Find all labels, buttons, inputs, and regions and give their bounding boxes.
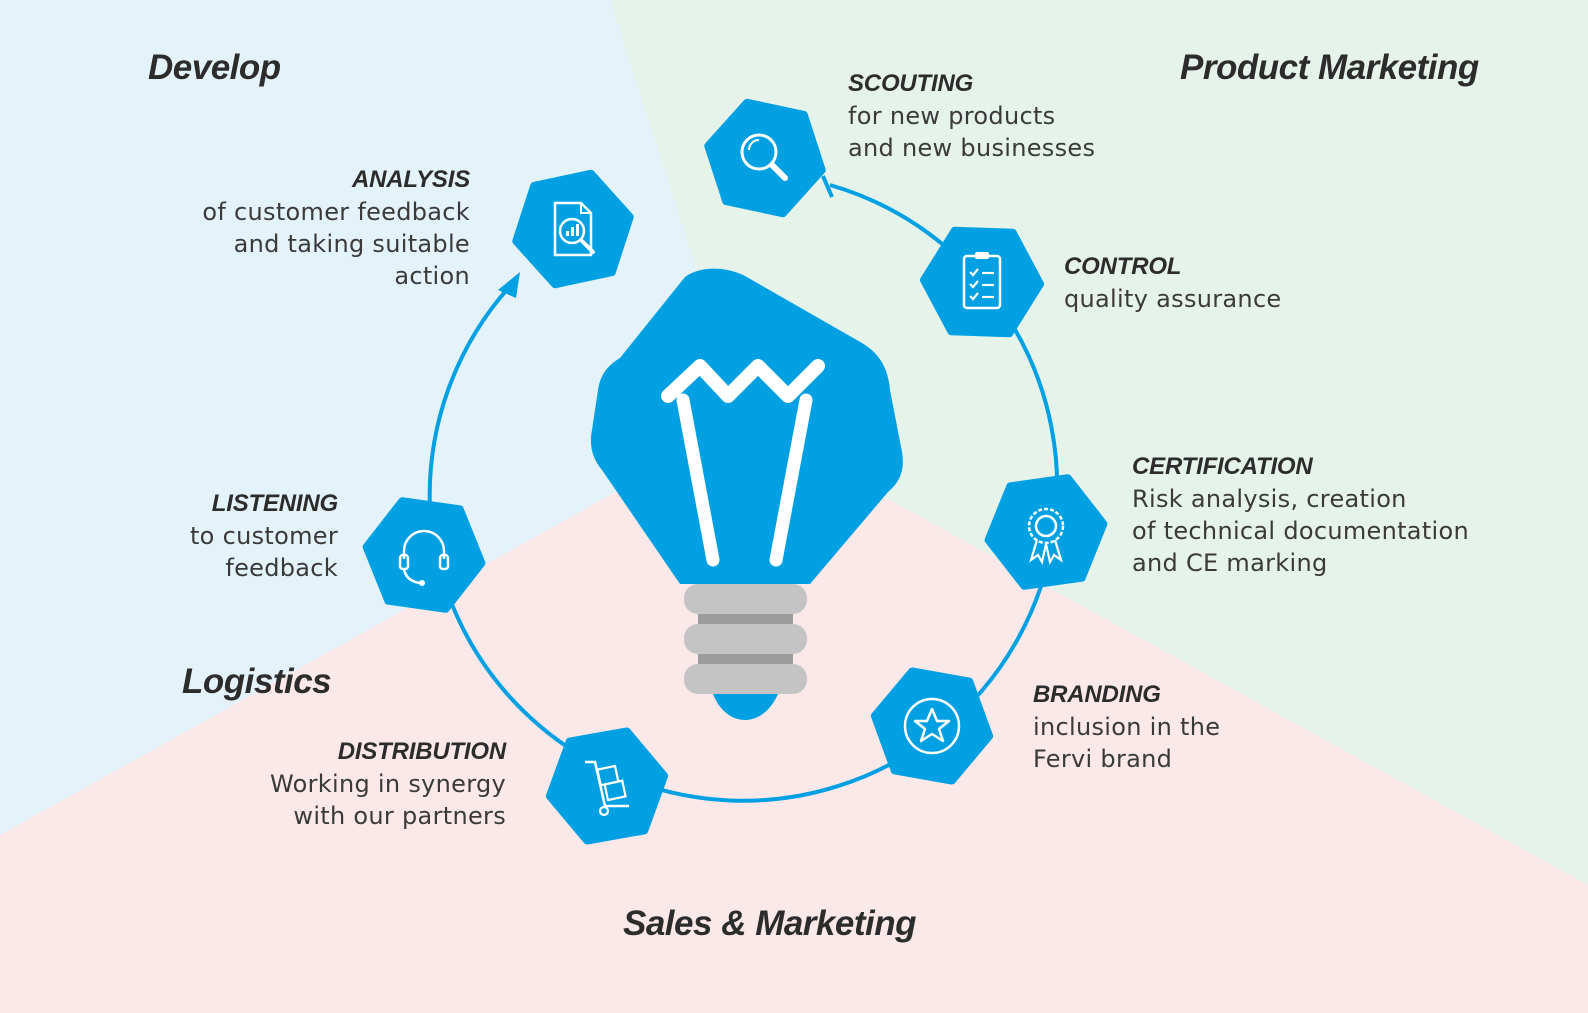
step-line: action xyxy=(394,262,470,290)
node-branding xyxy=(870,667,994,785)
step-line: feedback xyxy=(225,554,338,582)
step-title: BRANDING xyxy=(1033,681,1161,708)
step-control: CONTROL quality assurance xyxy=(1064,251,1282,315)
cycle-ring-top-left xyxy=(427,283,513,511)
step-line: for new products xyxy=(848,102,1056,130)
step-line: and CE marking xyxy=(1132,549,1328,577)
step-certification: CERTIFICATION Risk analysis, creation of… xyxy=(1132,451,1469,579)
star-icon xyxy=(903,697,961,755)
step-line: of technical documentation xyxy=(1132,517,1469,545)
cycle-arrowhead xyxy=(498,272,520,298)
step-line: of customer feedback xyxy=(202,198,470,226)
step-line: to customer xyxy=(189,522,338,550)
hexagon-node xyxy=(870,667,994,785)
region-title-logistics: Logistics xyxy=(182,662,332,701)
step-title: LISTENING xyxy=(211,490,338,517)
hexagon-node xyxy=(704,98,826,218)
hexagon-node xyxy=(984,474,1108,590)
step-title: CONTROL xyxy=(1064,253,1182,280)
step-title: ANALYSIS xyxy=(352,166,470,193)
step-line: Risk analysis, creation xyxy=(1132,485,1407,513)
step-line: and taking suitable xyxy=(233,230,470,258)
cycle-start-tick xyxy=(821,175,834,198)
step-listening: LISTENING to customer feedback xyxy=(190,488,338,584)
step-analysis: ANALYSIS of customer feedback and taking… xyxy=(202,164,470,292)
region-title-product-marketing: Product Marketing xyxy=(1180,48,1479,87)
rosette-icon xyxy=(1027,507,1065,566)
hexagon-node xyxy=(545,727,669,845)
hexagon-node xyxy=(920,226,1044,338)
node-distribution xyxy=(545,727,669,845)
step-title: DISTRIBUTION xyxy=(337,738,506,765)
step-line: inclusion in the xyxy=(1033,713,1221,741)
step-line: Fervi brand xyxy=(1033,745,1173,773)
step-title: CERTIFICATION xyxy=(1132,453,1313,480)
bulb-base-ring-2 xyxy=(684,624,807,654)
product-marketing-region xyxy=(610,0,1588,885)
step-title: SCOUTING xyxy=(848,70,974,97)
bulb-filament xyxy=(661,359,825,403)
step-line: and new businesses xyxy=(848,134,1096,162)
node-control xyxy=(920,226,1044,338)
step-line: Working in synergy xyxy=(270,770,506,798)
bulb-base-ring-1 xyxy=(684,584,807,614)
hand-truck-icon xyxy=(585,760,629,817)
step-distribution: DISTRIBUTION Working in synergy with our… xyxy=(270,736,506,832)
bulb-tip xyxy=(713,694,778,720)
checklist-icon xyxy=(962,252,1002,310)
lightbulb-icon xyxy=(590,268,903,720)
bulb-base-ring-3 xyxy=(684,664,807,694)
step-scouting: SCOUTING for new products and new busine… xyxy=(848,68,1095,164)
region-title-develop: Develop xyxy=(148,48,281,87)
sales-marketing-region xyxy=(0,420,1588,1013)
report-magnifier-icon xyxy=(553,201,595,257)
step-line: with our partners xyxy=(293,802,506,830)
step-line: quality assurance xyxy=(1064,285,1282,313)
node-scouting xyxy=(704,98,826,218)
hexagon-node xyxy=(362,497,486,613)
node-analysis xyxy=(512,169,634,289)
magnifier-icon xyxy=(740,133,788,181)
step-branding: BRANDING inclusion in the Fervi brand xyxy=(1033,679,1220,775)
region-title-sales-marketing: Sales & Marketing xyxy=(623,904,917,943)
bulb-glass xyxy=(590,268,903,584)
node-certification xyxy=(984,474,1108,590)
headset-icon xyxy=(398,529,450,586)
node-listening xyxy=(362,497,486,613)
